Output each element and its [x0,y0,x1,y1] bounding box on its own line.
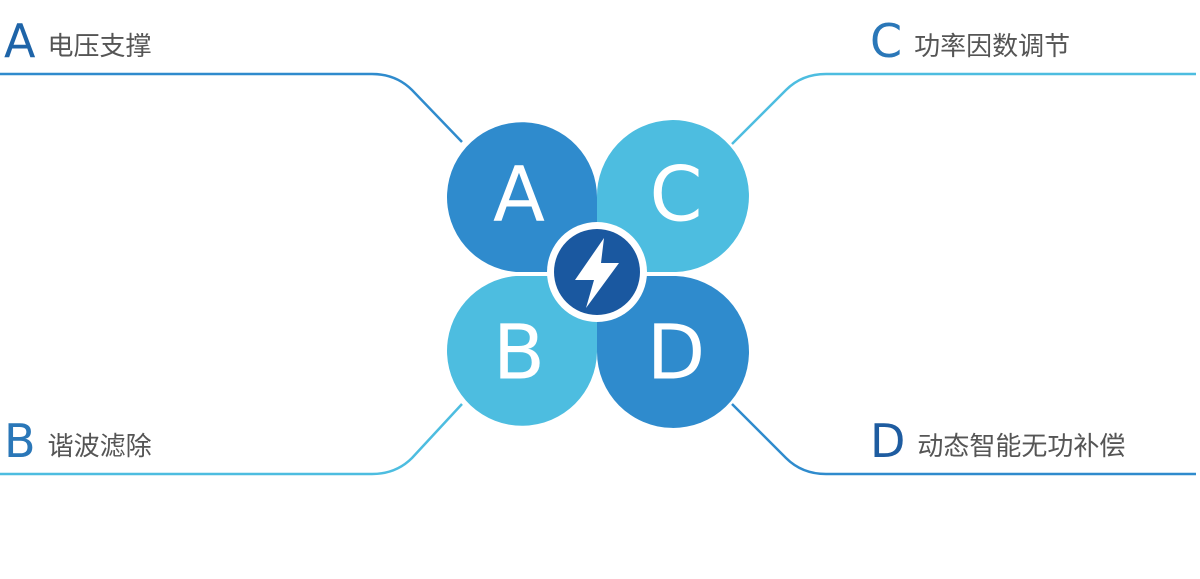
label-c: C 功率因数调节 [870,18,1070,64]
lightning-bolt-icon [575,238,619,308]
label-a-letter: A [4,14,36,68]
connector-line-c [731,72,1196,145]
label-d-letter: D [870,414,906,468]
label-a-text: 电压支撑 [47,32,152,62]
label-c-letter: C [870,14,903,68]
petal-d [597,276,749,428]
connector-line-a [0,72,463,143]
label-d: D 动态智能无功补偿 [870,418,1125,464]
petal-letter-b: B [493,308,545,397]
label-b: B 谐波滤除 [4,418,152,464]
petal-letter-c: C [649,150,702,239]
connector-line-d [731,403,1196,476]
label-b-text: 谐波滤除 [47,432,152,462]
label-b-letter: B [4,414,36,468]
petal-b [447,276,597,426]
petal-letter-a: A [493,150,545,239]
label-c-text: 功率因数调节 [914,32,1071,62]
petal-letter-d: D [647,308,706,397]
petal-c [596,120,749,273]
label-a: A 电压支撑 [4,18,151,64]
connector-line-b [0,403,463,476]
petal-a [447,122,598,272]
label-d-text: 动态智能无功补偿 [917,432,1126,462]
